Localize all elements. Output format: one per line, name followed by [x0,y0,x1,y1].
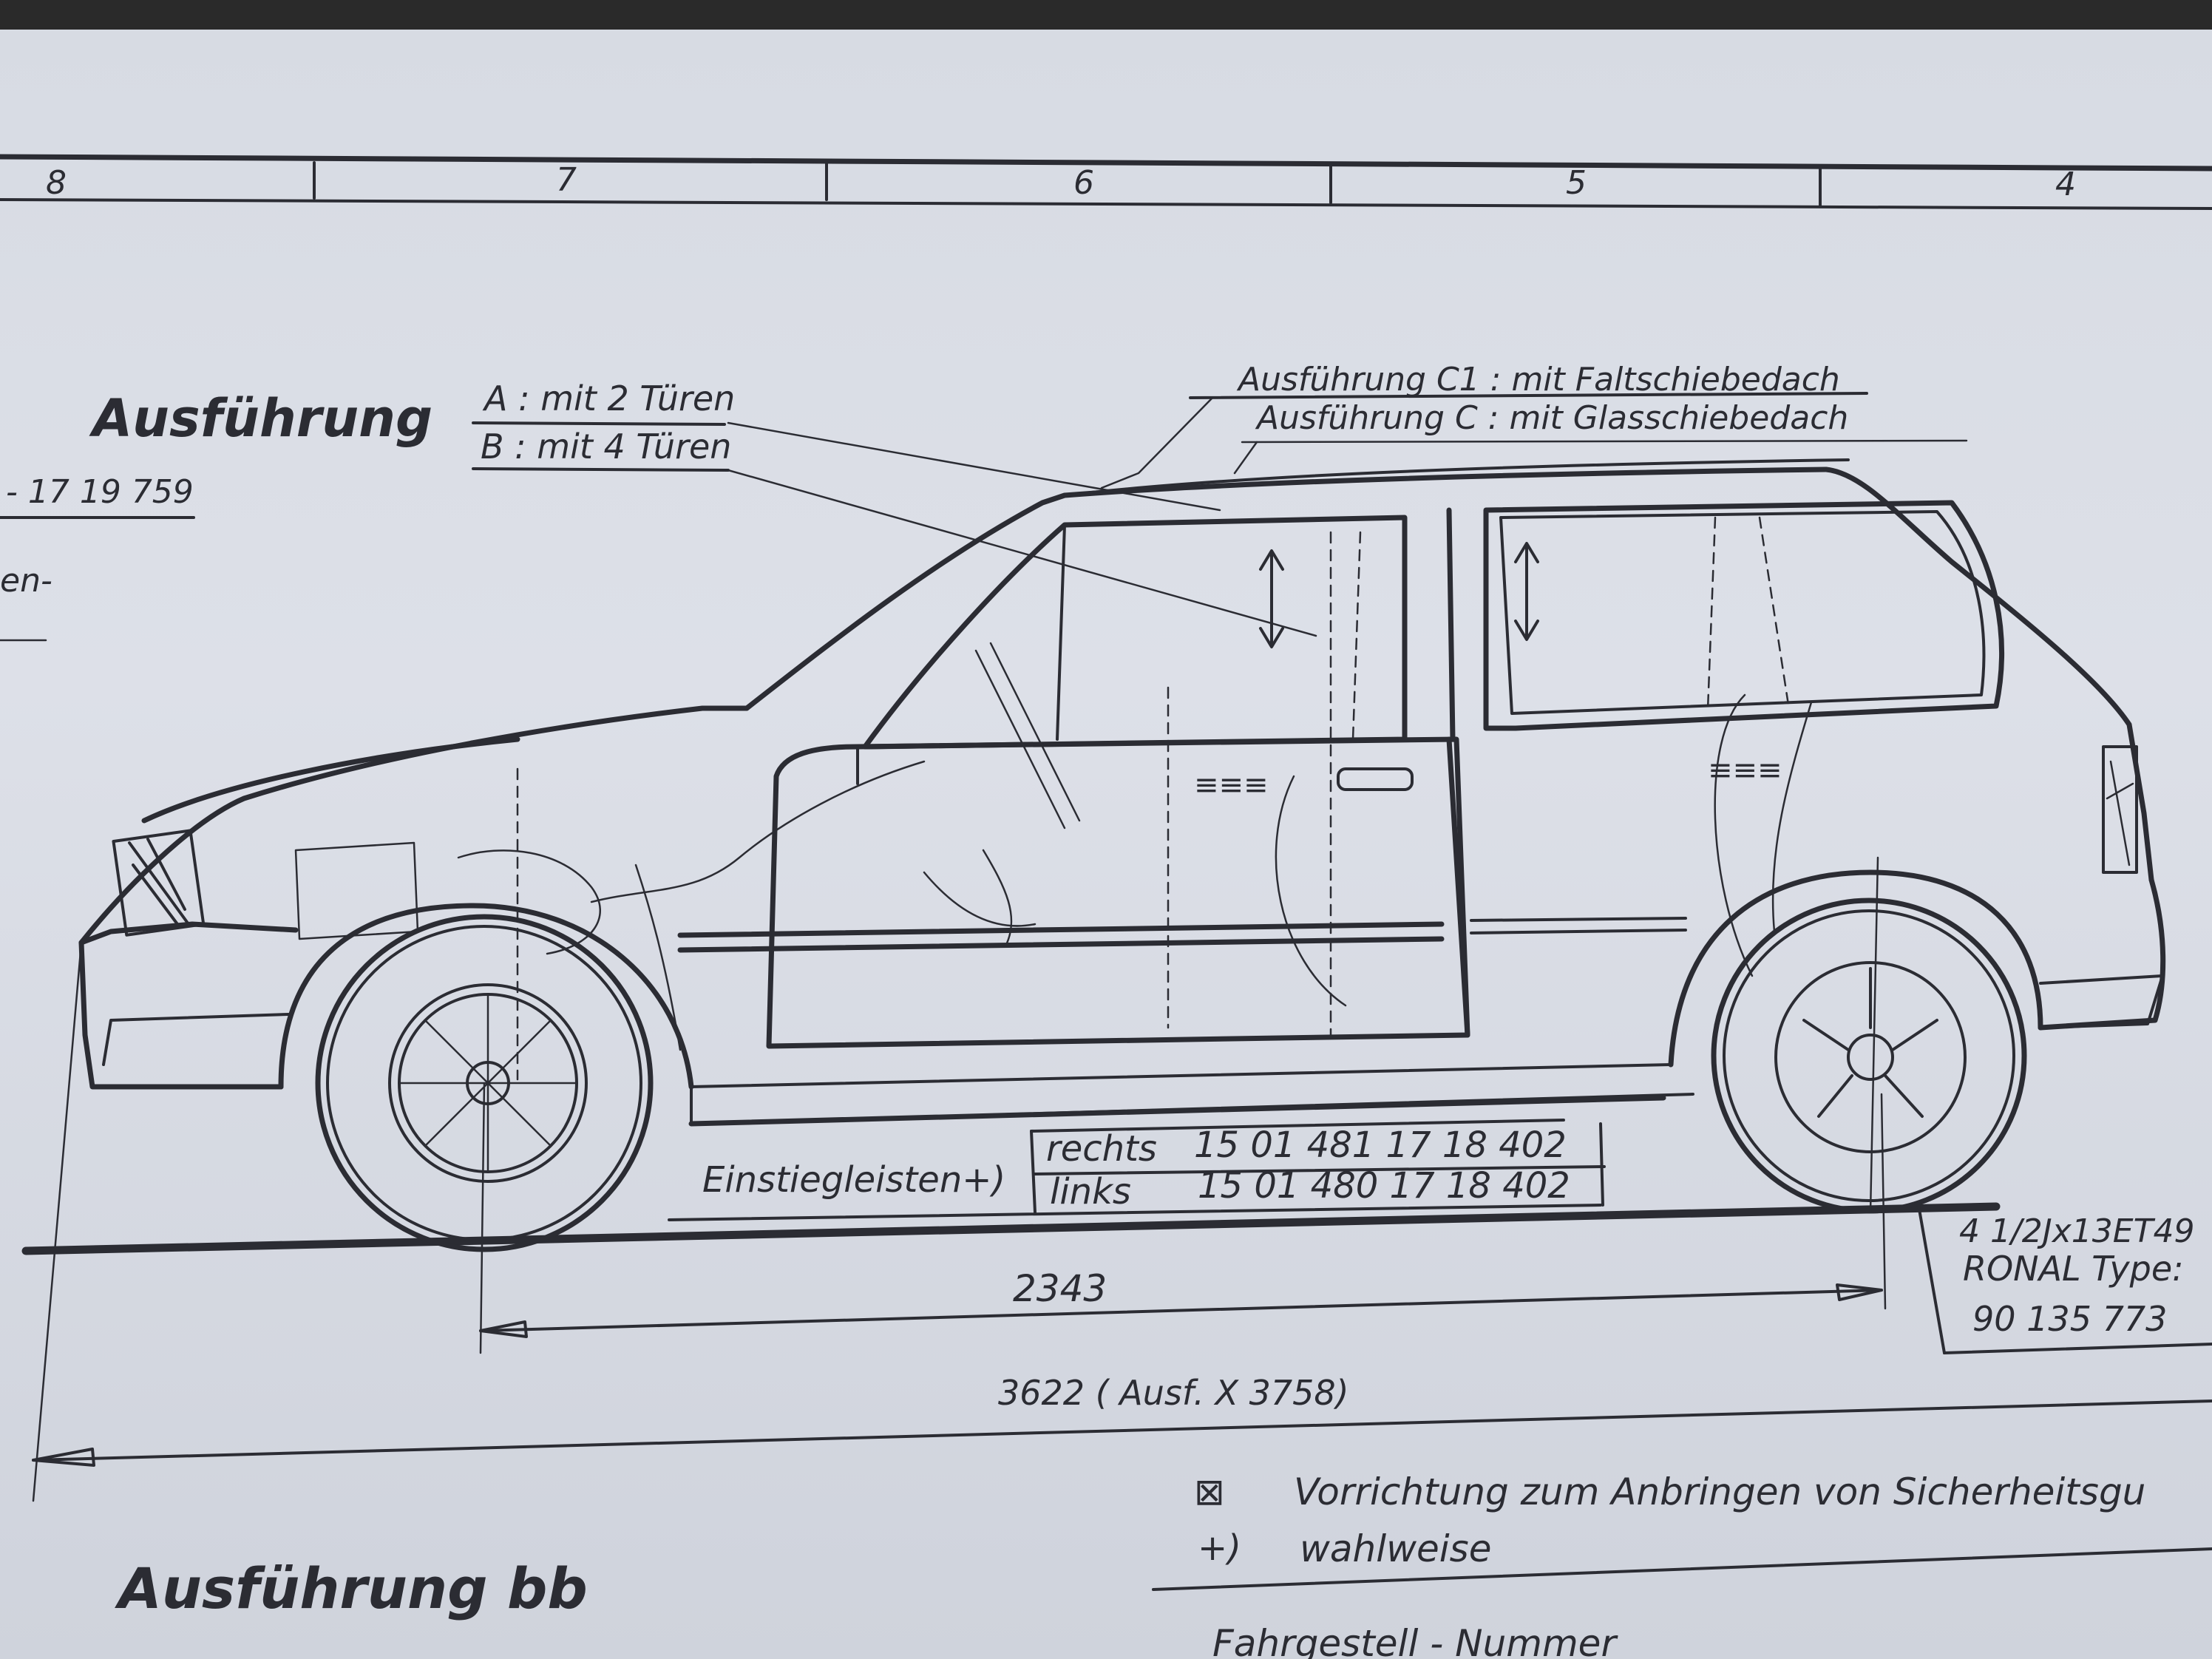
wheel-spec-line1: 4 1/2Jx13ET49 [1959,1212,2194,1250]
wheel-spec-line3: 90 135 773 [1972,1299,2167,1339]
grid-number-8: 8 [46,164,67,202]
drawing-frame [0,154,2212,210]
legend-symbol-2: +) [1198,1527,1241,1569]
part-number: - 17 19 759 [6,473,194,511]
wheel-spec-box [1917,1204,2212,1354]
length-value: 3622 ( Ausf. X 3758) [998,1373,1349,1413]
leader-lines [727,396,1317,637]
roof-option-c1: Ausführung C1 : mit Faltschiebedach [1236,361,1840,398]
sill-right-numbers: 15 01 481 17 18 402 [1194,1124,1567,1166]
sill-part-table [668,1119,1606,1221]
text-fragment: en- [0,562,52,600]
paper-sheet [0,30,2212,1659]
footer-title: Ausführung bb [115,1555,588,1621]
wheelbase-dimension [479,1082,1887,1354]
variant-title: Ausführung [89,388,432,449]
chassis-number-label: Fahrgestell - Nummer [1212,1622,1618,1659]
legend-lines [1152,1547,2212,1591]
front-wheel [315,914,654,1252]
legend-text-1: Vorrichtung zum Anbringen von Sicherheit… [1294,1470,2145,1513]
svg-text:≡≡≡: ≡≡≡ [1708,753,1782,787]
rear-wheel [1711,856,2027,1214]
legend-text-2: wahlweise [1300,1527,1491,1570]
car-side-view: ≡≡≡ ≡≡≡ [21,458,2166,1255]
grid-number-7: 7 [556,161,577,199]
sill-right-label: rechts [1046,1128,1157,1170]
wheelbase-value: 2343 [1013,1267,1107,1310]
sill-left-numbers: 15 01 480 17 18 402 [1198,1165,1570,1207]
sill-left-label: links [1050,1171,1131,1212]
wheel-spec-line2: RONAL Type: [1963,1249,2184,1289]
sill-label: Einstiegleisten+) [702,1159,1005,1201]
variant-b-label: B : mit 4 Türen [481,427,731,467]
svg-text:≡≡≡: ≡≡≡ [1194,768,1269,802]
grid-number-6: 6 [1073,164,1094,202]
legend-symbol-1: ⊠ [1194,1470,1225,1513]
length-dimension [32,941,2212,1502]
grid-number-4: 4 [2055,166,2076,203]
variant-a-label: A : mit 2 Türen [482,379,735,418]
grid-number-5: 5 [1566,164,1587,202]
roof-option-c: Ausführung C : mit Glasschiebedach [1255,399,1848,437]
